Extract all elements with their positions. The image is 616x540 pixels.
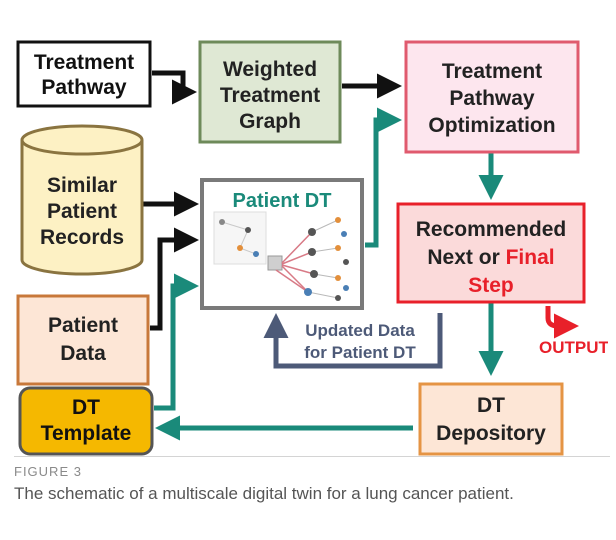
patient-dt-title: Patient DT [233, 190, 332, 212]
weighted-graph-line3: Graph [239, 110, 301, 133]
node-similar-records: Similar Patient Records [20, 124, 144, 276]
recommended-line3: Step [468, 274, 514, 297]
figure-caption: The schematic of a multiscale digital tw… [14, 484, 514, 503]
optimization-line2: Pathway [449, 87, 535, 110]
arrow-dt-to-optimization [365, 107, 402, 248]
arrow-template-to-dt [154, 273, 199, 411]
similar-records-line2: Patient [47, 200, 117, 223]
node-patient-data: Patient Data [16, 294, 150, 386]
optimization-line3: Optimization [428, 114, 555, 137]
updated-data-line2: for Patient DT [304, 343, 416, 362]
patient-data-line2: Data [60, 342, 106, 365]
node-recommended: Recommended Next or Final Step [396, 202, 586, 304]
node-dt-template: DT Template [18, 386, 154, 456]
patient-dt-network-thumbnail [213, 211, 349, 301]
node-weighted-graph: Weighted Treatment Graph [198, 40, 342, 144]
node-patient-dt: Patient DT [200, 178, 364, 310]
weighted-graph-line1: Weighted [223, 58, 317, 81]
treatment-pathway-line2: Pathway [41, 76, 127, 99]
similar-records-line1: Similar [47, 174, 117, 197]
arrow-pathway-to-graph [152, 70, 197, 105]
patient-data-line1: Patient [48, 314, 118, 337]
recommended-next-or: Next or [427, 246, 505, 269]
treatment-pathway-line1: Treatment [34, 51, 134, 74]
dt-template-line2: Template [41, 422, 132, 445]
node-treatment-pathway: Treatment Pathway [16, 40, 152, 108]
arrow-output [545, 306, 579, 339]
arrow-data-to-dt [150, 227, 199, 331]
node-dt-depository: DT Depository [418, 382, 564, 456]
diagram-canvas: Treatment Pathway Weighted Treatment Gra… [16, 40, 608, 456]
dt-depository-line1: DT [477, 394, 505, 417]
caption-divider [14, 456, 610, 457]
updated-data-line1: Updated Data [305, 321, 415, 340]
recommended-line1: Recommended [416, 218, 567, 241]
node-optimization: Treatment Pathway Optimization [404, 40, 580, 154]
recommended-final: Final [506, 246, 555, 269]
similar-records-line3: Records [40, 226, 124, 249]
output-label: OUTPUT [539, 338, 608, 357]
weighted-graph-line2: Treatment [220, 84, 320, 107]
recommended-line2: Next or Final [427, 246, 554, 269]
figure-frame: Treatment Pathway Weighted Treatment Gra… [8, 8, 608, 532]
figure-label: FIGURE 3 [14, 464, 82, 479]
dt-template-line1: DT [72, 396, 100, 419]
dt-depository-line2: Depository [436, 422, 546, 445]
optimization-line1: Treatment [442, 60, 542, 83]
arrow-updated-data-loop [263, 313, 443, 369]
